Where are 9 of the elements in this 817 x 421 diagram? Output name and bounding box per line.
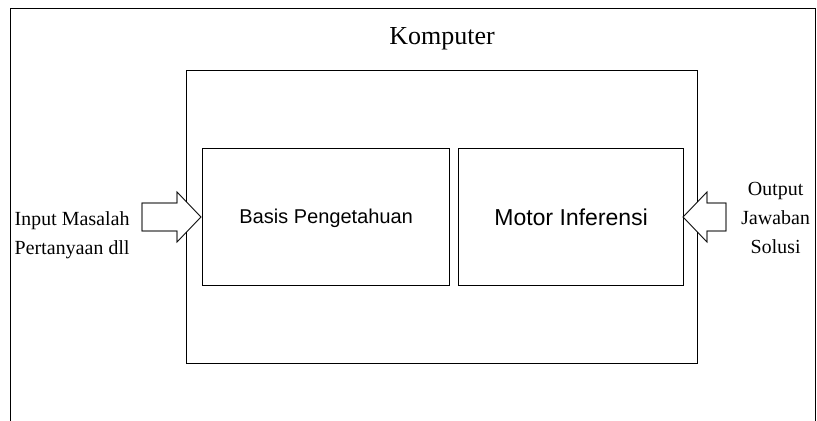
process-box bbox=[458, 148, 684, 286]
box-heading: Komputer bbox=[388, 21, 496, 51]
block-arrow bbox=[142, 190, 202, 244]
process-box bbox=[202, 148, 450, 286]
text-label: Output Jawaban Solusi bbox=[734, 170, 817, 266]
box-label: Motor Inferensi bbox=[494, 202, 648, 232]
text-label: Input Masalah Pertanyaan dll bbox=[10, 172, 134, 296]
block-arrow bbox=[682, 190, 726, 244]
box-label: Basis Pengetahuan bbox=[239, 205, 413, 230]
